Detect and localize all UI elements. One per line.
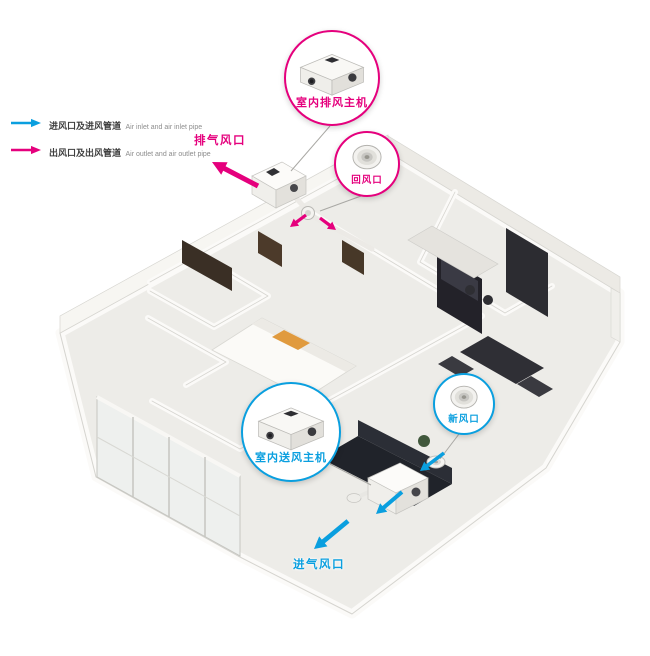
legend-outlet-zh: 出风口及出风管道 [49,148,122,158]
dining-chair [438,356,474,377]
legend-outlet-en: Air outlet and air outlet pipe [125,151,211,158]
legend-item-inlet: 进风口及进风管道 Air inlet and air inlet pipe [8,116,211,134]
exhaust-unit-label: 室内排风主机 [296,96,368,109]
return-arrow [319,216,336,230]
fresh-vent-label: 新风口 [448,413,480,425]
exhaust-outlet-label: 排气风口 [194,135,246,147]
legend-item-outlet: 出风口及出风管道 Air outlet and air outlet pipe [8,143,211,161]
bed-pillow [272,330,310,350]
legend-inlet-zh: 进风口及进风管道 [49,121,122,131]
door-frame [258,231,282,267]
return-vent-label: 回风口 [351,174,383,186]
callout-fresh-vent: 新风口 [433,373,495,435]
round-diffuser-icon [450,385,478,408]
supply-arrow [420,451,446,471]
supply-unit-label: 室内送风主机 [255,451,327,464]
balcony-windows [96,395,241,557]
intake-inlet-label: 进气风口 [293,559,345,571]
intake-arrow [314,519,350,549]
exhaust-arrow [212,162,260,189]
callout-exhaust-unit: 室内排风主机 [284,30,380,126]
callout-return-vent: 回风口 [334,131,400,197]
return-arrow [290,213,307,227]
dining-table [460,336,544,384]
airflow-arrows-inlet [314,451,446,549]
round-diffuser-icon [352,144,382,169]
door-frame [342,240,364,275]
outlet-arrow-icon [11,145,41,155]
legend: 进风口及进风管道 Air inlet and air inlet pipe 出风… [8,116,211,161]
wardrobe [182,240,232,291]
inlet-arrow-icon [11,118,41,128]
callout-supply-unit: 室内送风主机 [241,382,341,482]
airflow-arrows-outlet [212,162,336,230]
kitchen-cabinet [506,228,548,317]
supply-arrow [376,490,404,514]
stool [483,295,493,305]
stool [465,285,475,295]
kitchen-counter [407,225,499,279]
exhaust-unit-illustration [299,53,365,96]
legend-inlet-en: Air inlet and air inlet pipe [125,124,203,131]
supply-unit-illustration [257,406,325,450]
dining-chair [517,376,553,397]
hvac-equipment [251,161,446,515]
plant [418,435,430,447]
